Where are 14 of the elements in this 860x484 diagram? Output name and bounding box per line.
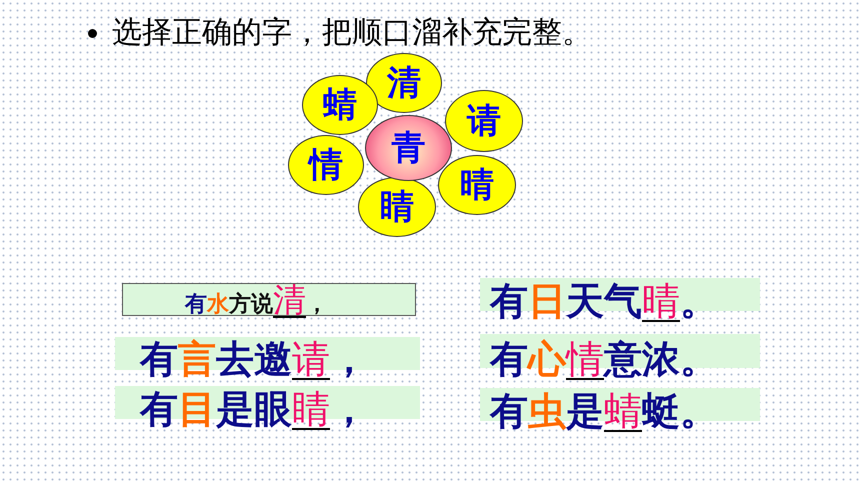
sentence-line: 有水方说清， [185,283,328,318]
sentence-line: 有目是眼睛， [140,390,368,430]
petal-ellipse: 请 [445,90,523,152]
petal-ellipse: 清 [366,53,442,113]
petal-ellipse: 情 [288,135,364,195]
title: 选择正确的字，把顺口溜补充完整。 [112,14,592,52]
sentence-line: 有言去邀请， [140,340,368,380]
petal-ellipse: 睛 [358,177,436,237]
petal-ellipse: 晴 [438,155,516,215]
sentence-line: 有心情意浓。 [490,340,718,380]
sentence-line: 有日天气晴。 [490,282,718,322]
sentence-line: 有虫是蜻蜓。 [490,392,718,432]
center-ellipse: 青 [365,115,452,181]
petal-ellipse: 蜻 [302,75,378,135]
